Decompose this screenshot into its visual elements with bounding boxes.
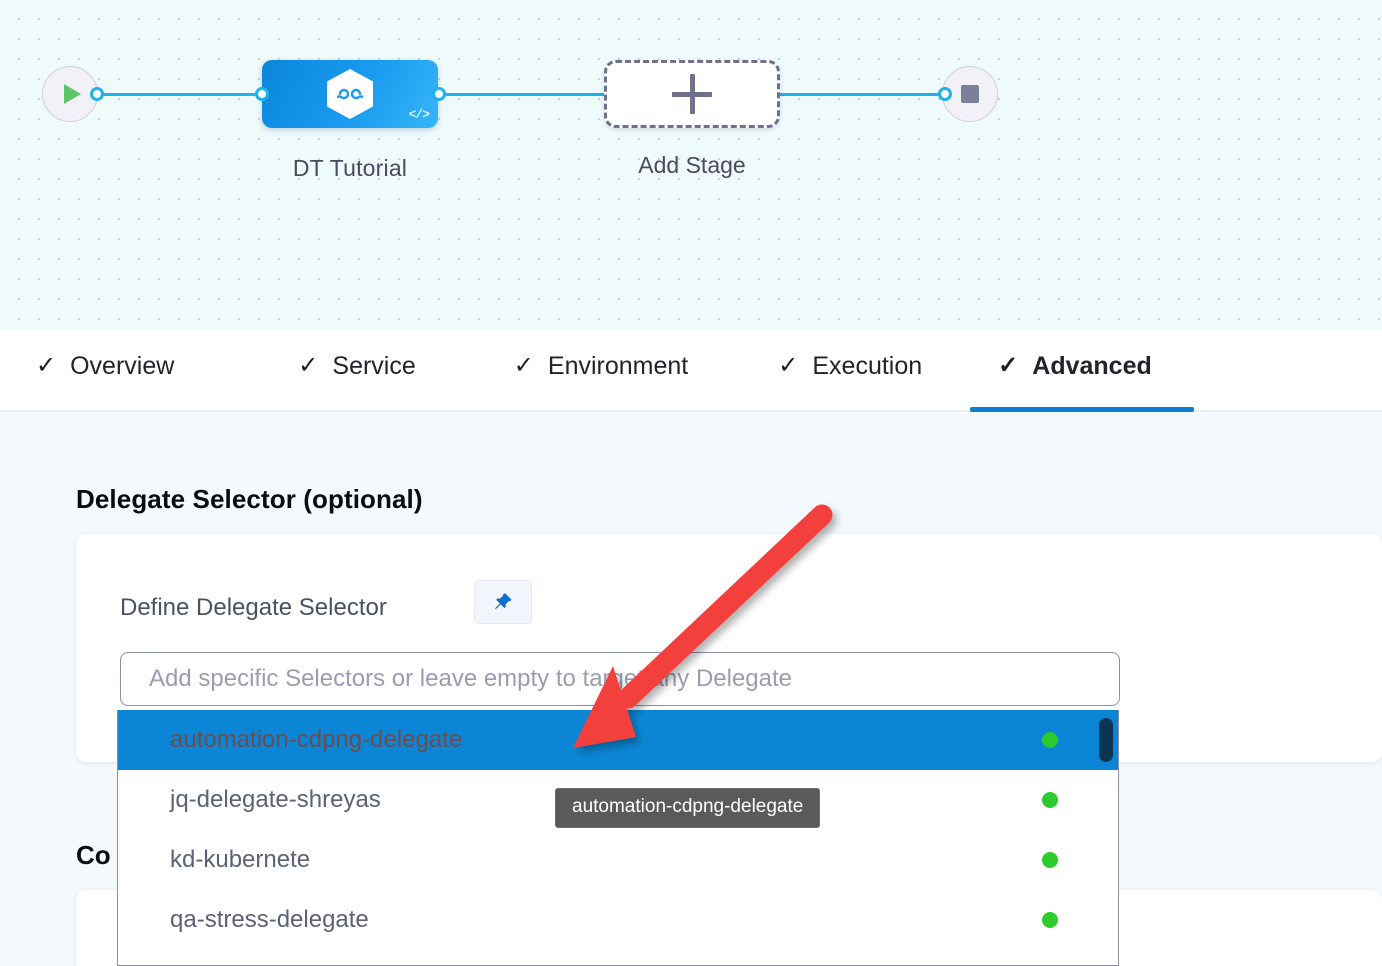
pipeline-edge — [438, 93, 613, 96]
dropdown-option[interactable]: kd-kubernete — [118, 830, 1118, 890]
plus-icon — [689, 74, 695, 114]
stage-node-dt-tutorial[interactable]: </> — [262, 60, 438, 128]
stage-node-label: DT Tutorial — [292, 155, 408, 181]
pin-icon — [495, 593, 512, 610]
tab-overview[interactable]: ✓ Overview — [36, 330, 174, 410]
check-icon: ✓ — [298, 352, 319, 379]
tab-execution[interactable]: ✓ Execution — [778, 330, 922, 410]
status-dot-icon — [1042, 792, 1058, 808]
pipeline-start-node[interactable] — [42, 66, 98, 122]
dropdown-option-label: automation-cdpng-delegate — [170, 726, 463, 753]
connector-port[interactable] — [938, 87, 952, 101]
add-stage-button[interactable] — [604, 60, 780, 128]
tooltip-text: automation-cdpng-delegate — [572, 796, 804, 817]
connector-port[interactable] — [432, 87, 446, 101]
tab-advanced[interactable]: ✓ Advanced — [970, 330, 1194, 412]
second-section-title: Co — [76, 840, 111, 870]
connector-port[interactable] — [90, 87, 104, 101]
tab-environment[interactable]: ✓ Environment — [514, 330, 688, 410]
dropdown-option[interactable]: jq-delegate-shreyas — [118, 770, 1118, 830]
tooltip: automation-cdpng-delegate — [555, 788, 821, 828]
tab-label: Advanced — [1032, 351, 1152, 380]
pipeline-edge — [770, 93, 950, 96]
stop-icon — [961, 85, 979, 103]
dropdown-scrollbar[interactable] — [1099, 718, 1113, 762]
play-icon — [63, 84, 81, 104]
tab-service[interactable]: ✓ Service — [298, 330, 415, 410]
dropdown-option-label: kd-kubernete — [170, 846, 311, 873]
status-dot-icon — [1042, 912, 1058, 928]
dropdown-option[interactable]: qa-stress-delegate — [118, 890, 1118, 950]
check-icon: ✓ — [998, 352, 1019, 379]
pin-button[interactable] — [474, 580, 532, 624]
code-icon: </> — [408, 107, 430, 122]
pipeline-canvas[interactable]: </> DT Tutorial Add Stage — [0, 0, 1382, 330]
check-icon: ✓ — [36, 352, 57, 379]
delegate-selector-field-label: Define Delegate Selector — [120, 594, 387, 621]
dropdown-option-label: jq-delegate-shreyas — [170, 786, 381, 813]
tab-label: Execution — [812, 351, 923, 380]
page-title: Delegate Selector (optional) — [76, 484, 423, 514]
pipeline-edge — [100, 93, 270, 96]
check-icon: ✓ — [778, 352, 799, 379]
tab-label: Overview — [70, 351, 175, 380]
connector-port[interactable] — [255, 87, 269, 101]
dropdown-option-label: qa-stress-delegate — [170, 906, 369, 933]
stage-config-tabbar: ✓ Overview ✓ Service ✓ Environment ✓ Exe… — [0, 330, 1382, 412]
delegate-selector-dropdown[interactable]: automation-cdpng-delegate jq-delegate-sh… — [117, 710, 1119, 966]
check-icon: ✓ — [513, 352, 534, 379]
tab-label: Service — [332, 351, 416, 380]
status-dot-icon — [1042, 732, 1058, 748]
dropdown-option[interactable]: automation-cdpng-delegate — [118, 710, 1118, 770]
add-stage-label: Add Stage — [638, 152, 746, 178]
tab-label: Environment — [547, 351, 689, 380]
status-dot-icon — [1042, 852, 1058, 868]
harness-hexagon-icon — [327, 69, 373, 119]
delegate-selector-placeholder: Add specific Selectors or leave empty to… — [149, 665, 793, 692]
delegate-selector-input[interactable]: Add specific Selectors or leave empty to… — [120, 652, 1120, 706]
